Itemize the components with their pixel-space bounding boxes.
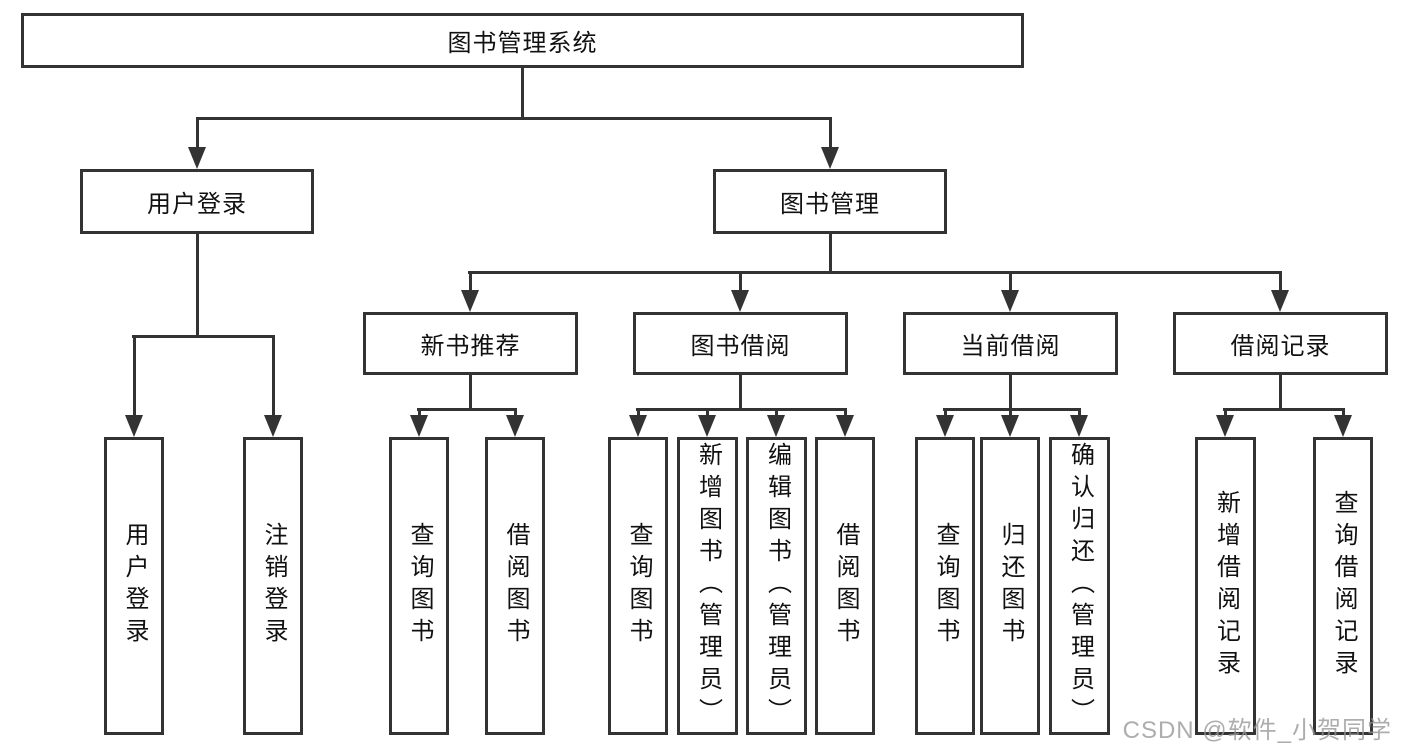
node-borrow-records: 借阅记录 (1173, 312, 1388, 375)
leaf-borrow-books-recommend: 借阅图书 (485, 437, 545, 735)
connector-line (1279, 271, 1282, 293)
leaf-query-books-recommend: 查询图书 (389, 437, 449, 735)
connector-line (844, 408, 847, 420)
connector-line (1009, 271, 1012, 293)
arrow-down-icon (264, 415, 282, 437)
leaf-query-books-current: 查询图书 (915, 437, 975, 735)
connector-line (196, 117, 199, 152)
leaf-confirm-return-admin: 确认归还（管理员） (1049, 437, 1110, 735)
connector-line (468, 271, 1282, 274)
connector-line (637, 408, 640, 420)
node-book-borrow: 图书借阅 (633, 312, 848, 375)
connector-line (943, 408, 1081, 411)
arrow-down-icon (698, 415, 716, 437)
arrow-down-icon (1334, 415, 1352, 437)
connector-line (944, 408, 947, 420)
arrow-down-icon (821, 147, 839, 169)
arrow-down-icon (506, 415, 524, 437)
connector-line (829, 117, 832, 152)
leaf-add-borrow-record: 新增借阅记录 (1195, 437, 1256, 735)
arrow-down-icon (125, 415, 143, 437)
arrow-down-icon (188, 147, 206, 169)
leaf-return-book: 归还图书 (980, 437, 1040, 735)
connector-line (272, 335, 275, 420)
connector-line (514, 408, 517, 420)
leaf-edit-book-admin: 编辑图书（管理员） (746, 437, 807, 735)
leaf-add-book-admin: 新增图书（管理员） (677, 437, 738, 735)
arrow-down-icon (1001, 415, 1019, 437)
connector-line (1009, 408, 1012, 420)
arrow-down-icon (1070, 415, 1088, 437)
connector-line (1279, 373, 1282, 410)
arrow-down-icon (1271, 290, 1289, 312)
arrow-down-icon (1001, 290, 1019, 312)
connector-line (739, 271, 742, 293)
connector-line (1224, 408, 1227, 420)
leaf-logout: 注销登录 (243, 437, 303, 735)
connector-line (1078, 408, 1081, 420)
connector-line (1009, 373, 1012, 410)
connector-line (1342, 408, 1345, 420)
connector-line (521, 67, 524, 118)
connector-line (196, 117, 832, 120)
connector-line (1223, 408, 1345, 411)
leaf-borrow-books: 借阅图书 (815, 437, 875, 735)
connector-line (469, 373, 472, 410)
connector-line (417, 408, 517, 411)
node-current-borrow: 当前借阅 (903, 312, 1118, 375)
arrow-down-icon (410, 415, 428, 437)
node-new-book-recommend: 新书推荐 (363, 312, 578, 375)
node-book-management: 图书管理 (713, 169, 947, 234)
arrow-down-icon (629, 415, 647, 437)
connector-line (775, 408, 778, 420)
arrow-down-icon (461, 290, 479, 312)
connector-line (829, 232, 832, 273)
leaf-query-books-borrow: 查询图书 (608, 437, 668, 735)
arrow-down-icon (767, 415, 785, 437)
leaf-user-login: 用户登录 (104, 437, 164, 735)
arrow-down-icon (936, 415, 954, 437)
connector-line (196, 232, 199, 338)
watermark: CSDN @软件_小贺同学 (1122, 717, 1392, 744)
connector-line (706, 408, 709, 420)
connector-line (418, 408, 421, 420)
connector-line (132, 335, 275, 338)
leaf-query-borrow-record: 查询借阅记录 (1313, 437, 1373, 735)
node-library-system: 图书管理系统 (21, 13, 1024, 68)
connector-line (739, 373, 742, 410)
arrow-down-icon (731, 290, 749, 312)
node-user-login: 用户登录 (80, 169, 314, 234)
arrow-down-icon (836, 415, 854, 437)
arrow-down-icon (1216, 415, 1234, 437)
connector-line (469, 271, 472, 293)
connector-line (636, 408, 847, 411)
connector-line (133, 335, 136, 420)
